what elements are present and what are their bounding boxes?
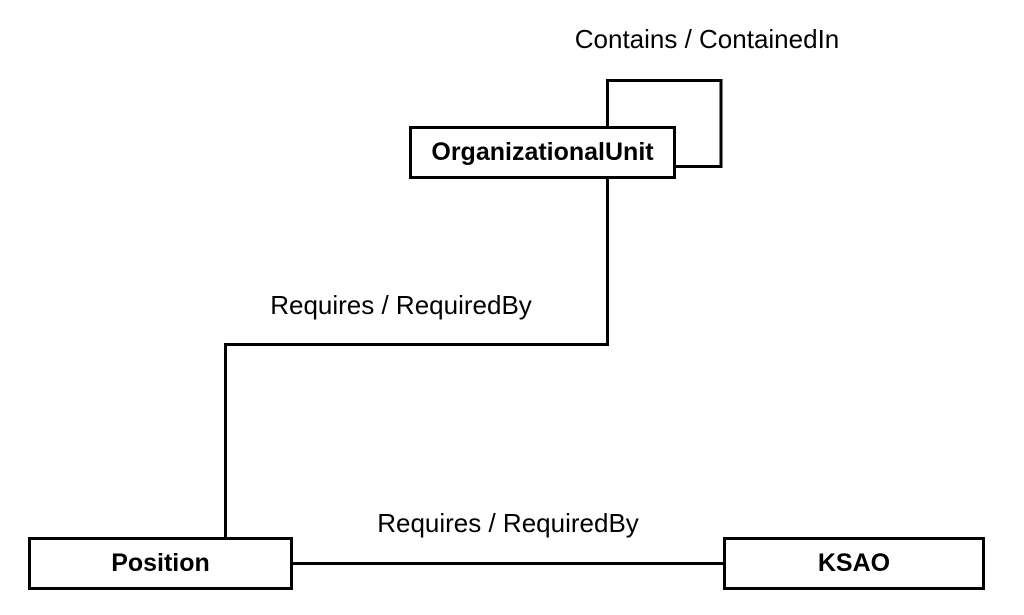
entity-node-position[interactable]: Position xyxy=(28,537,293,590)
entity-node-label: KSAO xyxy=(817,549,891,577)
edge-label-requires-requiredby-ou-position: Requires / RequiredBy xyxy=(270,290,532,320)
edge-requires-ou-position-path xyxy=(224,176,609,540)
entity-node-label: OrganizationalUnit xyxy=(431,138,654,166)
edge-contains-self-loop-path xyxy=(606,79,723,168)
entity-node-ksao[interactable]: KSAO xyxy=(723,537,985,590)
edge-label-requires-requiredby-position-ksao: Requires / RequiredBy xyxy=(377,508,639,538)
entity-node-organizationalunit[interactable]: OrganizationalUnit xyxy=(409,126,676,179)
entity-node-label: Position xyxy=(111,549,210,577)
edge-label-contains-containedin: Contains / ContainedIn xyxy=(574,24,840,54)
